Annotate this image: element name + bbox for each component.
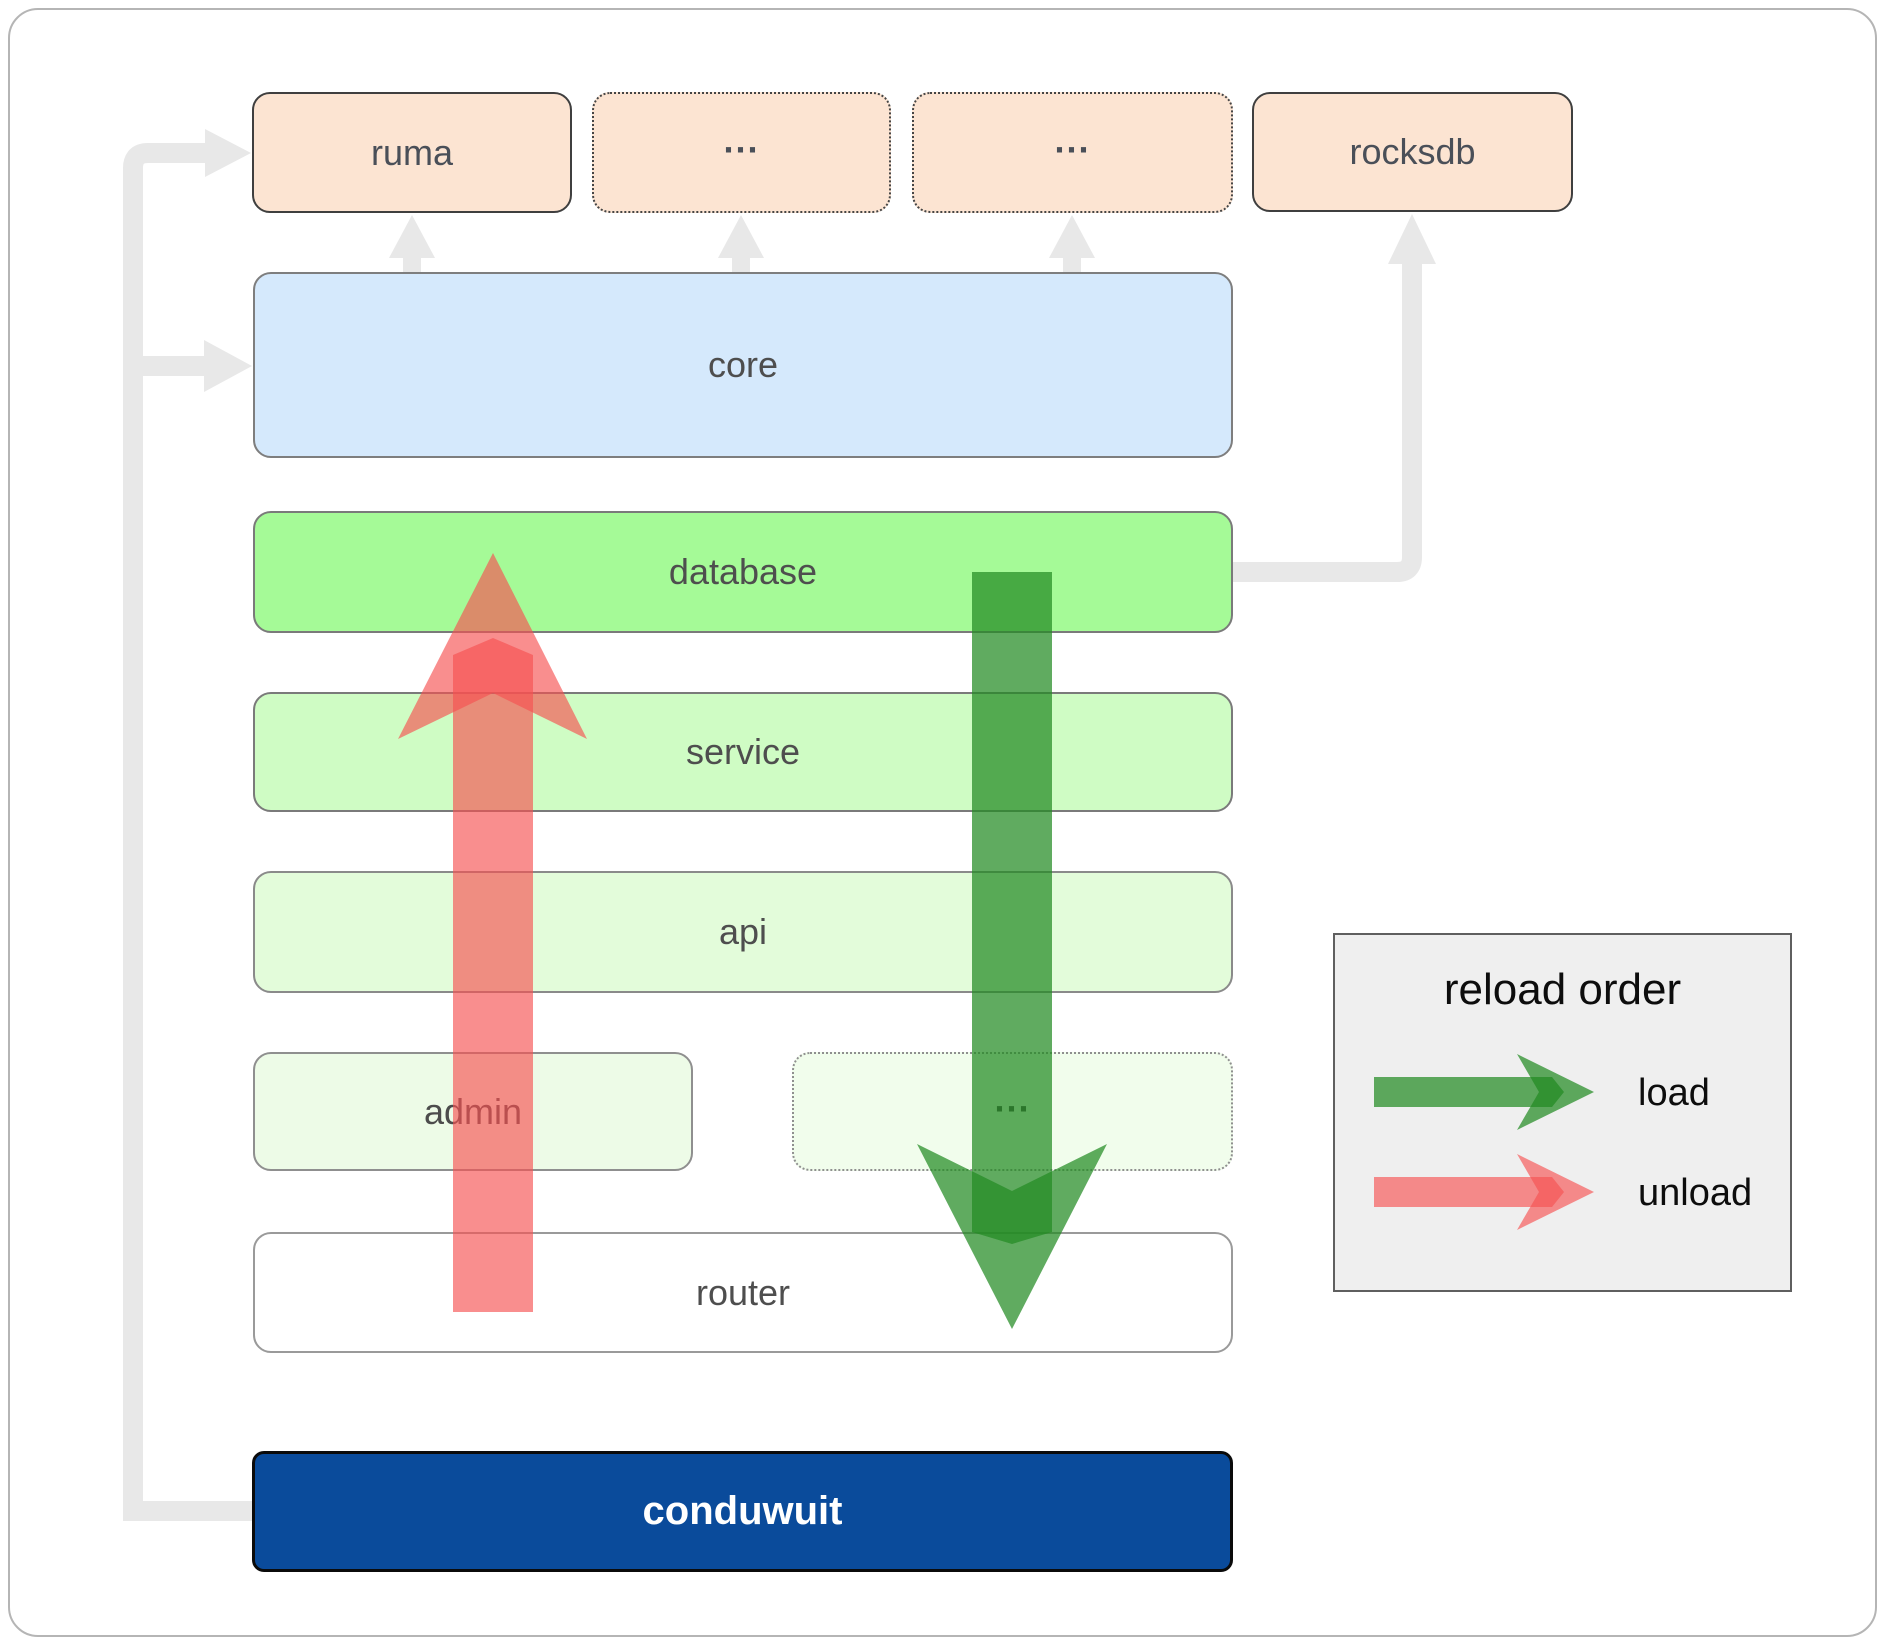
- box-admin-label: admin: [423, 1090, 523, 1132]
- core-to-ruma-arrowhead-icon: [389, 215, 435, 258]
- box-crates-ellipsis-1-label: ...: [723, 118, 760, 160]
- unload-arrow-icon-shaft: [1374, 1177, 1564, 1207]
- box-api: api: [253, 871, 1233, 993]
- box-admin: admin: [253, 1052, 693, 1171]
- load-arrow-icon-head: [1517, 1054, 1594, 1130]
- legend-load-label: load: [1638, 1071, 1710, 1114]
- diagram-canvas: ruma ... ... rocksdb core database servi…: [8, 8, 1877, 1637]
- box-services-ellipsis-label: ...: [994, 1077, 1031, 1119]
- box-services-ellipsis: ...: [792, 1052, 1233, 1171]
- core-to-dots1-arrowhead-icon: [718, 215, 764, 258]
- box-service: service: [253, 692, 1233, 812]
- unload-arrow-icon: [1374, 1154, 1594, 1230]
- box-rocksdb-label: rocksdb: [1349, 131, 1476, 172]
- conduwuit-to-ruma-connector: [123, 143, 252, 1521]
- box-core-label: core: [707, 344, 779, 385]
- box-crates-ellipsis-1: ...: [592, 92, 891, 213]
- legend-title: reload order: [1443, 965, 1682, 1014]
- box-conduwuit-label: conduwuit: [642, 1489, 843, 1533]
- load-arrow-icon: [1374, 1054, 1594, 1130]
- unload-arrow-icon-head: [1517, 1154, 1594, 1230]
- legend-unload-label: unload: [1638, 1171, 1753, 1214]
- box-crates-ellipsis-2-label: ...: [1054, 118, 1091, 160]
- flow-arrows-layer: [398, 553, 1107, 1329]
- box-database-label: database: [668, 551, 818, 592]
- box-core: core: [253, 272, 1233, 458]
- box-rocksdb: rocksdb: [1252, 92, 1573, 212]
- box-router: router: [253, 1232, 1233, 1353]
- box-database: database: [253, 511, 1233, 633]
- ruma-arrowhead-icon: [205, 129, 251, 177]
- connectors-layer: [123, 129, 1436, 1521]
- legend-row-unload: unload: [1374, 1153, 1752, 1233]
- database-to-rocksdb-connector: [1233, 262, 1422, 582]
- rocksdb-arrowhead-icon: [1388, 214, 1436, 264]
- legend-row-load: load: [1374, 1053, 1710, 1133]
- box-crates-ellipsis-2: ...: [912, 92, 1233, 213]
- box-service-label: service: [685, 731, 801, 772]
- box-router-label: router: [695, 1271, 791, 1313]
- box-api-label: api: [718, 911, 768, 952]
- load-arrow-icon-shaft: [1374, 1077, 1564, 1107]
- core-to-dots2-arrowhead-icon: [1049, 215, 1095, 258]
- legend-panel: reload order load unload: [1333, 933, 1792, 1292]
- box-ruma: ruma: [252, 92, 572, 213]
- core-arrowhead-icon: [204, 340, 252, 392]
- box-conduwuit: conduwuit: [252, 1451, 1233, 1572]
- box-ruma-label: ruma: [370, 131, 454, 173]
